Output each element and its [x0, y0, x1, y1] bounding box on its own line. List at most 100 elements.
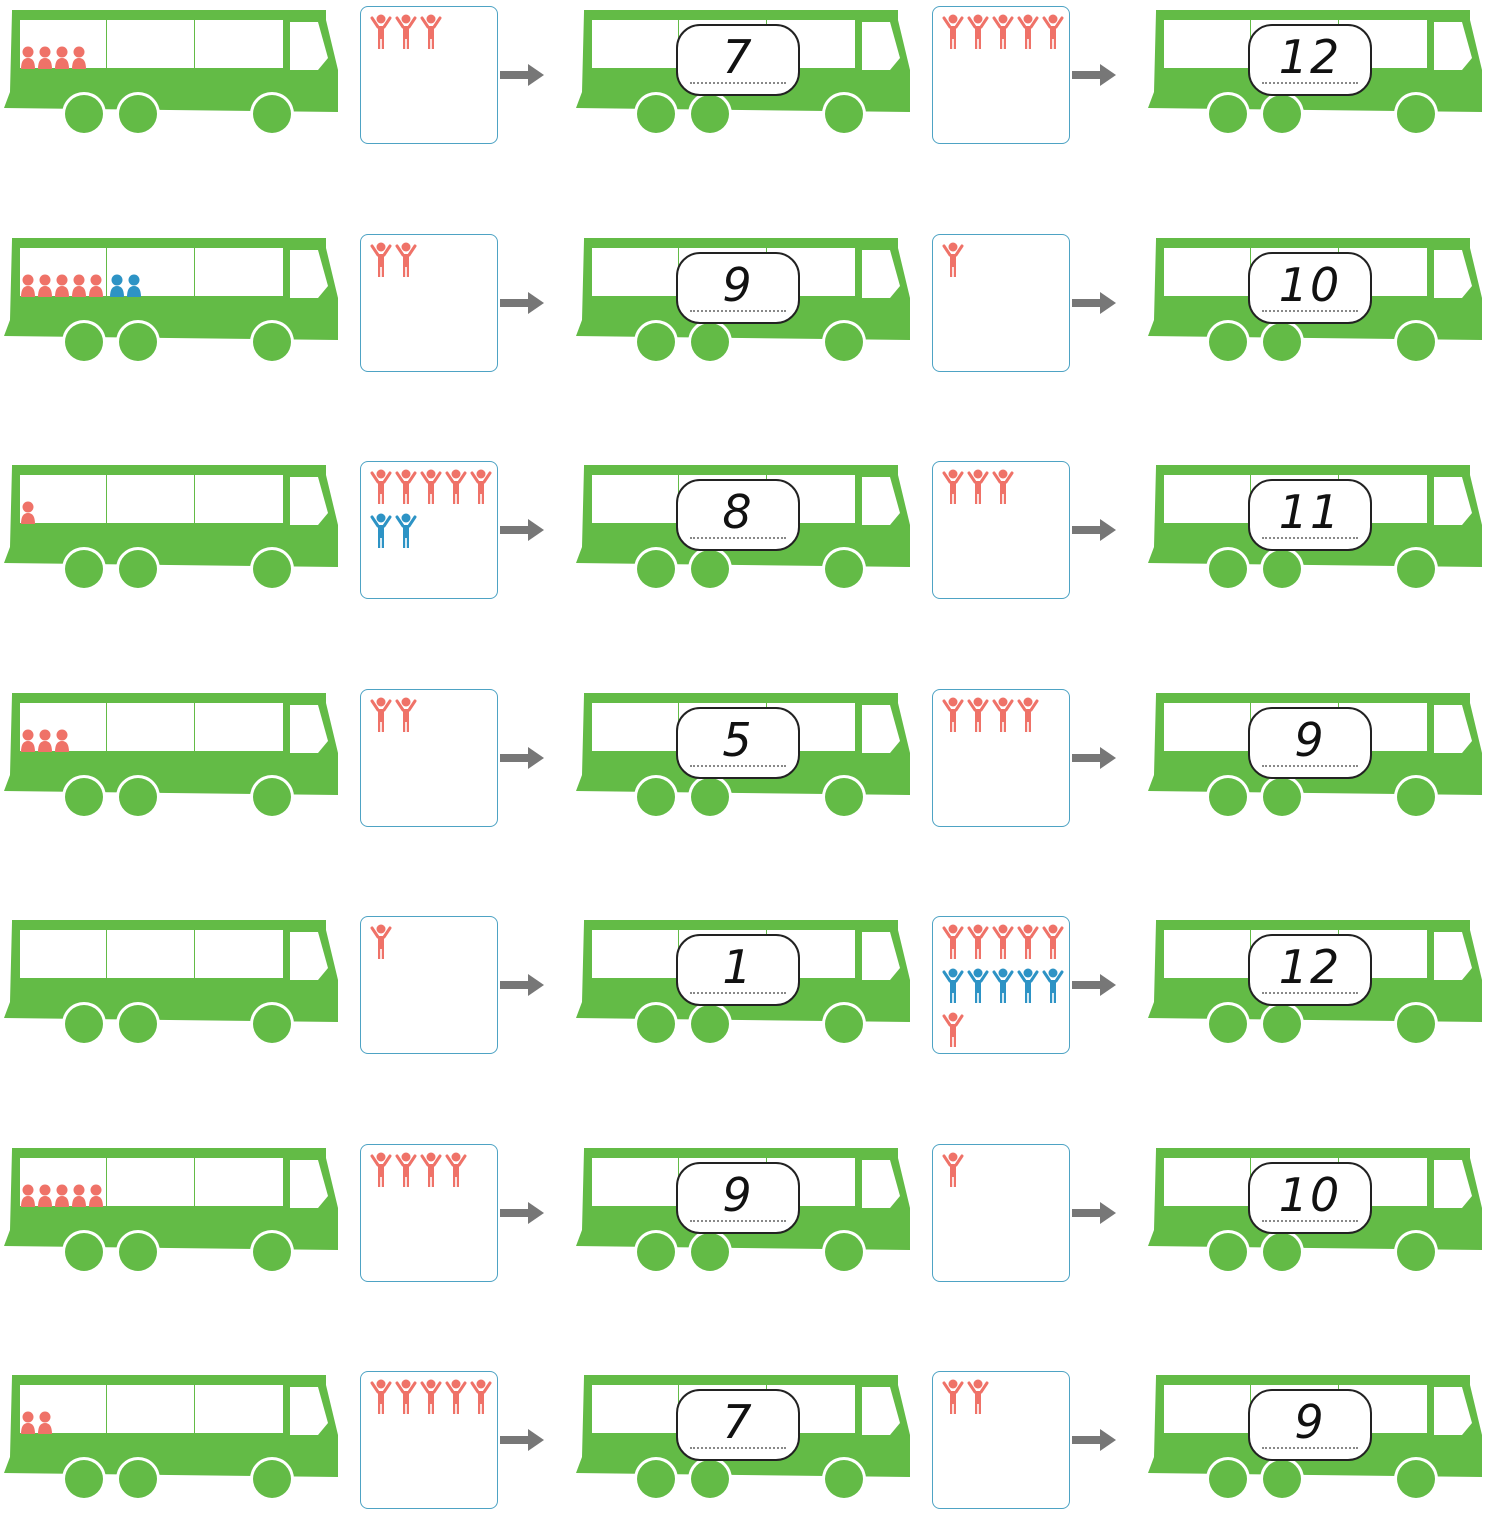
answer-dotted-line — [690, 1447, 786, 1449]
answer-number: 10 — [1250, 258, 1370, 312]
boarding-passenger-icon — [1044, 925, 1062, 960]
passenger-count-answer[interactable]: 9 — [1248, 1389, 1372, 1461]
starting-bus — [4, 1138, 344, 1278]
bus-icon — [4, 455, 344, 595]
starting-bus — [4, 0, 344, 140]
arrow-right-icon — [500, 747, 546, 769]
boarding-passenger-icon — [1044, 15, 1062, 50]
passenger-count-answer[interactable]: 12 — [1248, 24, 1372, 96]
answer-number: 8 — [678, 485, 798, 539]
passenger-count-answer[interactable]: 12 — [1248, 934, 1372, 1006]
boarding-passenger-icon — [969, 470, 987, 505]
passenger-count-answer[interactable]: 1 — [676, 934, 800, 1006]
starting-bus — [4, 228, 344, 368]
boarding-passengers-box — [932, 461, 1070, 599]
boarding-passenger-icon — [1019, 698, 1037, 733]
boarding-passenger-icon — [1019, 925, 1037, 960]
arrow-right-icon — [1072, 1202, 1118, 1224]
boarding-passenger-icon — [1019, 969, 1037, 1004]
boarding-passenger-icon — [372, 1380, 390, 1415]
passenger-count-answer[interactable]: 9 — [676, 252, 800, 324]
answer-number: 10 — [1250, 1168, 1370, 1222]
boarding-passenger-icon — [969, 969, 987, 1004]
boarding-passenger-icon — [944, 925, 962, 960]
boarding-passenger-icon — [447, 470, 465, 505]
boarding-passenger-icon — [397, 243, 415, 278]
bus-icon — [4, 1365, 344, 1505]
arrow-right-icon — [500, 1429, 546, 1451]
boarding-passenger-icon — [944, 969, 962, 1004]
arrow-right-icon — [500, 292, 546, 314]
bus-icon — [4, 910, 344, 1050]
passenger-count-answer[interactable]: 7 — [676, 1389, 800, 1461]
answer-dotted-line — [690, 765, 786, 767]
starting-bus — [4, 910, 344, 1050]
bus-problem-row: 1 12 — [0, 910, 1493, 1070]
bus-after-first-stop: 7 — [576, 0, 916, 140]
boarding-passenger-icon — [372, 1153, 390, 1188]
answer-dotted-line — [1262, 82, 1358, 84]
boarding-passengers-box — [932, 1144, 1070, 1282]
answer-number: 12 — [1250, 940, 1370, 994]
passenger-count-answer[interactable]: 9 — [676, 1162, 800, 1234]
boarding-passenger-icon — [994, 925, 1012, 960]
boarding-passenger-icon — [372, 15, 390, 50]
boarding-passenger-icon — [372, 514, 390, 549]
boarding-passenger-icon — [447, 1380, 465, 1415]
bus-icon — [4, 228, 344, 368]
bus-problem-row: 8 11 — [0, 455, 1493, 615]
passenger-count-answer[interactable]: 5 — [676, 707, 800, 779]
boarding-passenger-icon — [372, 698, 390, 733]
boarding-passengers-box — [360, 916, 498, 1054]
boarding-passengers-box — [360, 1144, 498, 1282]
boarding-passenger-icon — [472, 1380, 490, 1415]
bus-icon — [4, 1138, 344, 1278]
boarding-passengers-box — [932, 916, 1070, 1054]
boarding-passenger-icon — [994, 969, 1012, 1004]
passenger-count-answer[interactable]: 9 — [1248, 707, 1372, 779]
boarding-passengers-box — [932, 6, 1070, 144]
boarding-passengers-box — [360, 461, 498, 599]
answer-dotted-line — [1262, 992, 1358, 994]
bus-after-first-stop: 9 — [576, 1138, 916, 1278]
answer-number: 11 — [1250, 485, 1370, 539]
boarding-passenger-icon — [447, 1153, 465, 1188]
boarding-passenger-icon — [944, 698, 962, 733]
answer-dotted-line — [1262, 1220, 1358, 1222]
passenger-count-answer[interactable]: 8 — [676, 479, 800, 551]
answer-number: 7 — [678, 30, 798, 84]
boarding-passenger-icon — [944, 1013, 962, 1048]
answer-number: 9 — [1250, 713, 1370, 767]
bus-after-first-stop: 7 — [576, 1365, 916, 1505]
bus-problem-row: 9 10 — [0, 1138, 1493, 1298]
boarding-passenger-icon — [944, 243, 962, 278]
passenger-count-answer[interactable]: 10 — [1248, 1162, 1372, 1234]
boarding-passenger-icon — [944, 470, 962, 505]
bus-after-second-stop: 10 — [1148, 228, 1488, 368]
answer-dotted-line — [690, 992, 786, 994]
arrow-right-icon — [500, 1202, 546, 1224]
bus-after-second-stop: 9 — [1148, 683, 1488, 823]
answer-number: 9 — [678, 258, 798, 312]
boarding-passenger-icon — [994, 15, 1012, 50]
boarding-passenger-icon — [472, 470, 490, 505]
arrow-right-icon — [500, 519, 546, 541]
boarding-passenger-icon — [372, 243, 390, 278]
passenger-count-answer[interactable]: 11 — [1248, 479, 1372, 551]
passenger-count-answer[interactable]: 7 — [676, 24, 800, 96]
bus-after-first-stop: 9 — [576, 228, 916, 368]
answer-number: 5 — [678, 713, 798, 767]
passenger-count-answer[interactable]: 10 — [1248, 252, 1372, 324]
bus-after-second-stop: 10 — [1148, 1138, 1488, 1278]
boarding-passenger-icon — [994, 470, 1012, 505]
boarding-passenger-icon — [969, 925, 987, 960]
boarding-passenger-icon — [994, 698, 1012, 733]
boarding-passenger-icon — [1019, 15, 1037, 50]
answer-dotted-line — [1262, 537, 1358, 539]
answer-dotted-line — [690, 1220, 786, 1222]
answer-number: 9 — [1250, 1395, 1370, 1449]
boarding-passenger-icon — [422, 1380, 440, 1415]
boarding-passenger-icon — [969, 1380, 987, 1415]
